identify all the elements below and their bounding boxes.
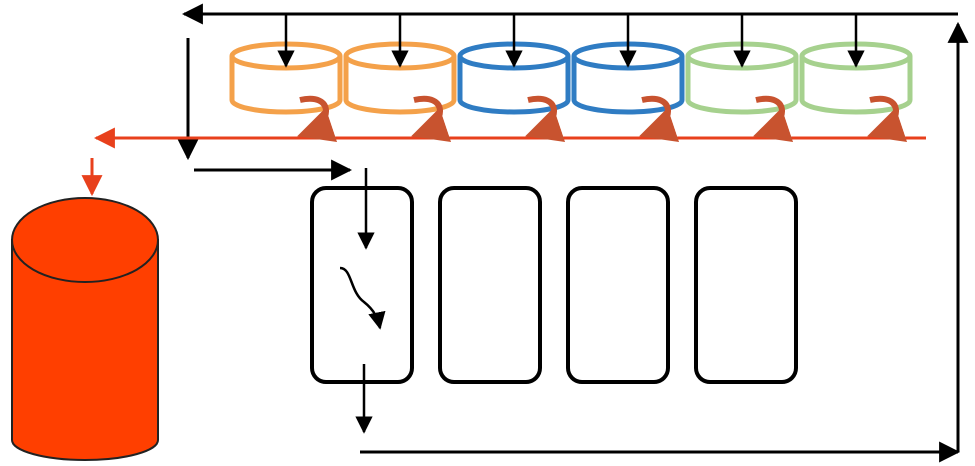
large-red-tank [11, 197, 159, 461]
cylinder-outlet-arrow [753, 95, 794, 142]
cylinder-outlet-arrow [639, 95, 680, 142]
small-cylinder [685, 14, 799, 142]
process-box [694, 186, 798, 384]
process-box [566, 186, 670, 384]
cylinder-outlet-arrow [867, 95, 908, 142]
cylinder-outlet-arrow [525, 95, 566, 142]
internal-flow-arrow [339, 266, 386, 330]
cylinder-outlet-arrow [297, 95, 338, 142]
small-cylinder [229, 14, 343, 142]
small-cylinder [799, 14, 913, 142]
process-box [438, 186, 542, 384]
process-boxes-group [310, 186, 798, 384]
process-box [310, 186, 414, 384]
small-cylinder [571, 14, 685, 142]
small-cylinder [457, 14, 571, 142]
cylinder-outlet-arrow [411, 95, 452, 142]
small-cylinder [343, 14, 457, 142]
small-cylinders-group [229, 14, 913, 142]
